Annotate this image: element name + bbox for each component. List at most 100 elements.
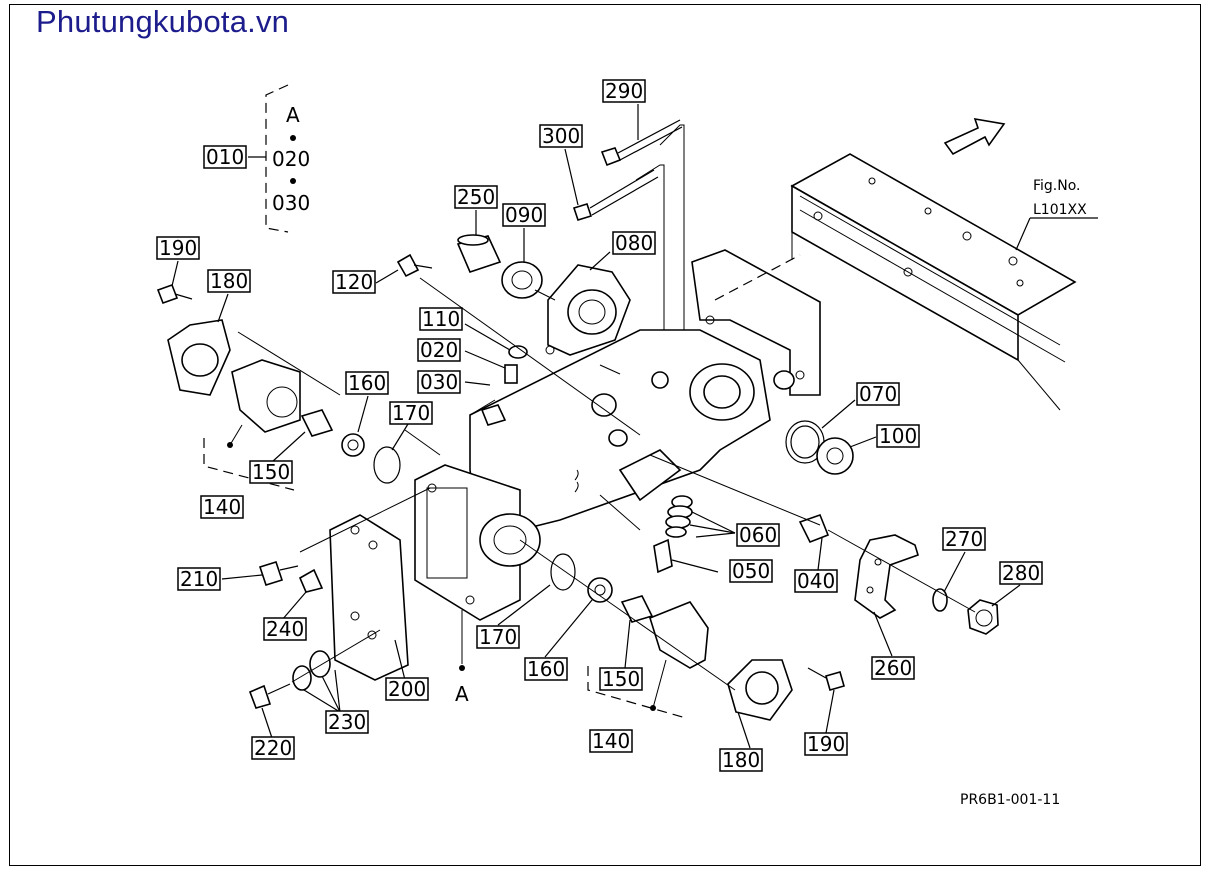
stud-040: [798, 513, 830, 544]
mounting-bracket: [691, 249, 821, 396]
bolt-short: [572, 169, 659, 221]
figure-ref-line1: Fig.No.: [1033, 178, 1081, 194]
svg-text:180: 180: [210, 269, 248, 293]
washer-100: [816, 437, 854, 475]
svg-text:290: 290: [605, 79, 643, 103]
svg-text:080: 080: [615, 231, 653, 255]
svg-text:070: 070: [859, 382, 897, 406]
callout-020[interactable]: 020: [417, 338, 461, 362]
callout-270[interactable]: 270: [942, 527, 986, 551]
callout-160-right[interactable]: 160: [524, 657, 568, 681]
group-child2: 030: [272, 191, 310, 215]
callout-010[interactable]: 010: [203, 145, 247, 169]
callout-150-right[interactable]: 150: [599, 667, 643, 691]
ref-a-marker: A: [455, 610, 469, 706]
callout-040[interactable]: 040: [794, 569, 838, 593]
nut-280: [967, 599, 999, 635]
svg-text:090: 090: [505, 203, 543, 227]
callout-030[interactable]: 030: [417, 370, 461, 394]
drawing-code: PR6B1-001-11: [960, 792, 1060, 808]
left-bolt: [156, 283, 193, 305]
callout-140-right[interactable]: 140: [589, 729, 633, 753]
svg-text:150: 150: [602, 667, 640, 691]
assembly-lines: [237, 124, 976, 691]
svg-text:300: 300: [542, 124, 580, 148]
bolt-220: [248, 683, 291, 709]
callout-060[interactable]: 060: [736, 523, 780, 547]
watermark: Phutungkubota.vn: [36, 4, 290, 39]
callout-170-left[interactable]: 170: [389, 401, 433, 425]
callout-110[interactable]: 110: [419, 307, 463, 331]
callout-180-right[interactable]: 180: [719, 748, 763, 772]
bolt-long: [600, 119, 683, 167]
callout-250[interactable]: 250: [454, 185, 498, 209]
svg-text:020: 020: [420, 338, 458, 362]
callout-150-left[interactable]: 150: [249, 460, 293, 484]
svg-text:030: 030: [420, 370, 458, 394]
svg-text:140: 140: [203, 495, 241, 519]
right-140-brace: [587, 659, 687, 719]
ref-a-label: A: [455, 682, 469, 706]
plug-240: [298, 568, 324, 593]
left-seal: [341, 433, 365, 457]
group-letter: A: [286, 103, 300, 127]
callout-070[interactable]: 070: [856, 382, 900, 406]
callout-100[interactable]: 100: [876, 424, 920, 448]
sleeve: [456, 234, 502, 273]
callout-290[interactable]: 290: [602, 79, 646, 103]
bolt-210: [258, 561, 299, 586]
right-oring: [550, 553, 576, 591]
callout-160-left[interactable]: 160: [345, 371, 389, 395]
callout-230[interactable]: 230: [325, 710, 369, 734]
bracket-260: [854, 534, 919, 619]
svg-text:220: 220: [254, 736, 292, 760]
svg-text:010: 010: [206, 145, 244, 169]
callout-180-left[interactable]: 180: [207, 269, 251, 293]
callout-220[interactable]: 220: [251, 736, 295, 760]
left-140-brace: [203, 424, 295, 491]
callout-170-right[interactable]: 170: [476, 625, 520, 649]
callout-080[interactable]: 080: [612, 231, 656, 255]
svg-text:270: 270: [945, 527, 983, 551]
right-cover: [727, 659, 793, 721]
group-bracket: A 020 030: [248, 84, 310, 233]
bearing: [501, 261, 543, 299]
bearing-holder: [545, 264, 631, 356]
callout-090[interactable]: 090: [502, 203, 546, 227]
left-bushing: [300, 409, 334, 437]
callout-200[interactable]: 200: [385, 677, 429, 701]
svg-text:280: 280: [1002, 561, 1040, 585]
frame-rail: [790, 153, 1077, 411]
svg-text:160: 160: [527, 657, 565, 681]
callout-300[interactable]: 300: [539, 124, 583, 148]
figure-ref-line2: L101XX: [1033, 202, 1087, 218]
svg-text:040: 040: [797, 569, 835, 593]
callout-120[interactable]: 120: [332, 270, 376, 294]
svg-text:180: 180: [722, 748, 760, 772]
svg-text:190: 190: [807, 732, 845, 756]
right-knuckle: [649, 601, 709, 669]
gear-230: [292, 650, 331, 691]
bolt-120: [396, 253, 433, 278]
callout-050[interactable]: 050: [729, 559, 773, 583]
leader-lines: [171, 104, 1021, 749]
svg-text:250: 250: [457, 185, 495, 209]
svg-text:230: 230: [328, 710, 366, 734]
callout-190-left[interactable]: 190: [156, 236, 200, 260]
figure-reference: Fig.No. L101XX: [1015, 178, 1098, 251]
callout-190-right[interactable]: 190: [804, 732, 848, 756]
callout-140-left[interactable]: 140: [200, 495, 244, 519]
svg-text:100: 100: [879, 424, 917, 448]
svg-text:240: 240: [266, 617, 304, 641]
callout-280[interactable]: 280: [999, 561, 1043, 585]
plug-parts: [480, 345, 528, 426]
callout-260[interactable]: 260: [871, 656, 915, 680]
callout-210[interactable]: 210: [177, 567, 221, 591]
svg-text:050: 050: [732, 559, 770, 583]
spring-060: [665, 495, 693, 538]
right-bushing: [620, 595, 654, 623]
svg-text:170: 170: [479, 625, 517, 649]
svg-text:120: 120: [335, 270, 373, 294]
callout-240[interactable]: 240: [263, 617, 307, 641]
